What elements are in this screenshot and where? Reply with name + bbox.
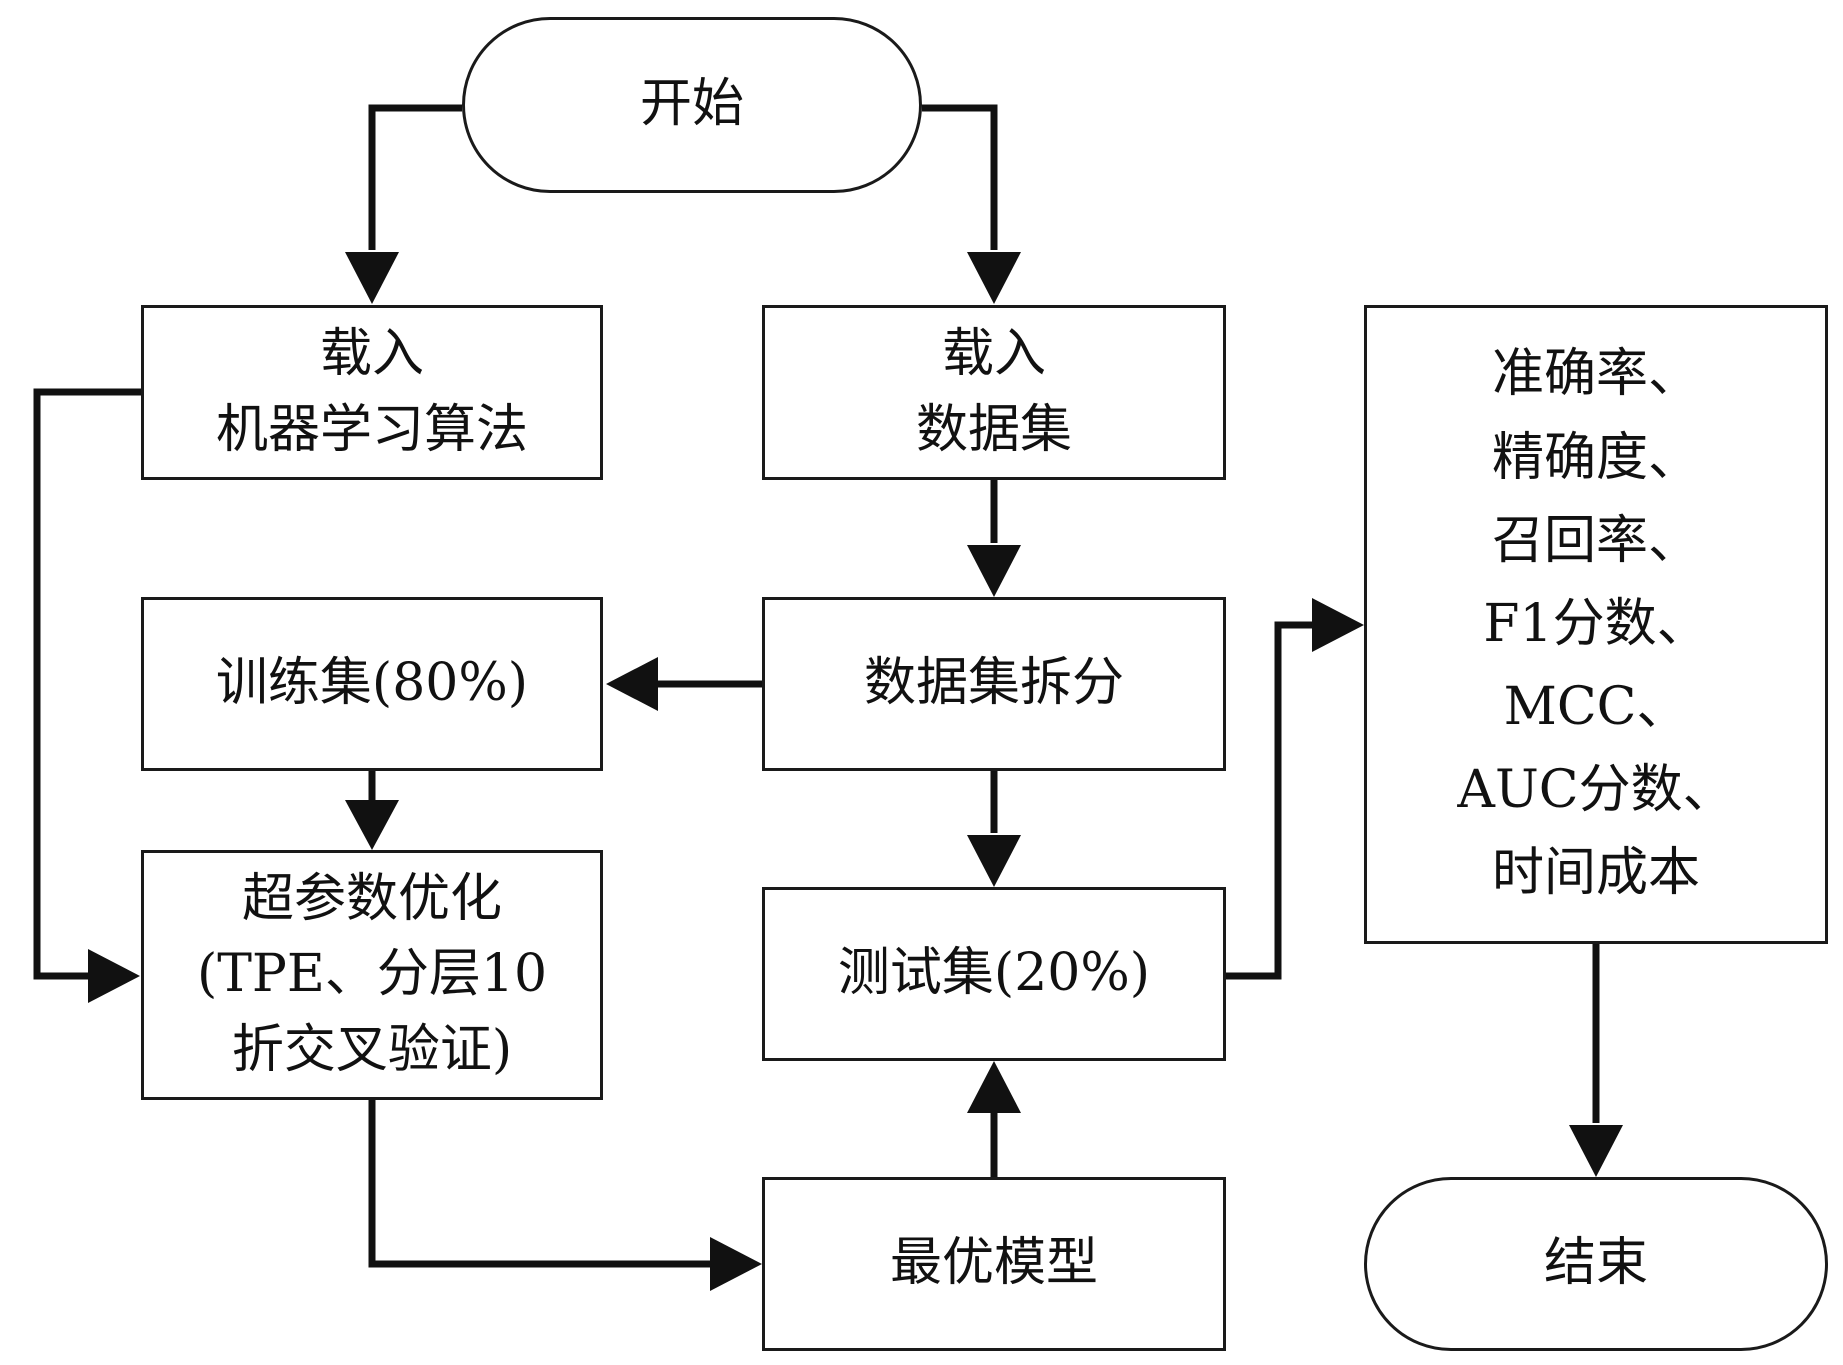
train-set-label: 训练集(80%) bbox=[215, 653, 529, 714]
end-label: 结束 bbox=[1543, 1233, 1648, 1294]
arrowhead-end bbox=[1569, 1125, 1623, 1177]
arrowhead-hyperparam-top bbox=[345, 800, 399, 850]
arrowhead-train bbox=[606, 657, 658, 711]
arrowhead-load-dataset bbox=[967, 252, 1021, 304]
train-set-box: 训练集(80%) bbox=[141, 597, 603, 771]
hyperparam-opt-label: 超参数优化 (TPE、分层10 折交叉验证) bbox=[196, 868, 548, 1080]
end-terminal: 结束 bbox=[1364, 1177, 1828, 1351]
best-model-box: 最优模型 bbox=[762, 1177, 1226, 1351]
arrow-start-to-load-algorithm bbox=[368, 104, 462, 250]
test-set-label: 测试集(20%) bbox=[837, 943, 1151, 1004]
arrowhead-test-bottom bbox=[967, 1061, 1021, 1113]
arrowhead-hyperparam-left bbox=[88, 949, 140, 1003]
hyperparam-opt-box: 超参数优化 (TPE、分层10 折交叉验证) bbox=[141, 850, 603, 1100]
split-dataset-label: 数据集拆分 bbox=[863, 653, 1124, 714]
arrow-algorithm-to-hyperparam bbox=[33, 388, 141, 980]
arrow-hyperparam-to-best-model bbox=[368, 1100, 710, 1268]
arrow-start-to-load-dataset bbox=[922, 104, 998, 250]
arrowhead-load-algorithm bbox=[345, 252, 399, 304]
test-set-box: 测试集(20%) bbox=[762, 887, 1226, 1061]
arrowhead-best-model bbox=[710, 1237, 762, 1291]
start-terminal: 开始 bbox=[462, 17, 922, 193]
load-algorithm-box: 载入 机器学习算法 bbox=[141, 305, 603, 480]
arrowhead-split bbox=[967, 545, 1021, 597]
split-dataset-box: 数据集拆分 bbox=[762, 597, 1226, 771]
start-label: 开始 bbox=[639, 74, 744, 135]
load-dataset-box: 载入 数据集 bbox=[762, 305, 1226, 480]
arrowhead-test bbox=[967, 835, 1021, 887]
load-algorithm-label: 载入 机器学习算法 bbox=[215, 324, 528, 460]
best-model-label: 最优模型 bbox=[889, 1233, 1098, 1294]
arrowhead-metrics bbox=[1312, 598, 1364, 652]
metrics-box: 准确率、 精确度、 召回率、 F1分数、 MCC、 AUC分数、 时间成本 bbox=[1364, 305, 1828, 944]
metrics-label: 准确率、 精确度、 召回率、 F1分数、 MCC、 AUC分数、 时间成本 bbox=[1457, 344, 1735, 904]
arrow-test-to-metrics bbox=[1226, 621, 1312, 980]
load-dataset-label: 载入 数据集 bbox=[915, 324, 1072, 460]
